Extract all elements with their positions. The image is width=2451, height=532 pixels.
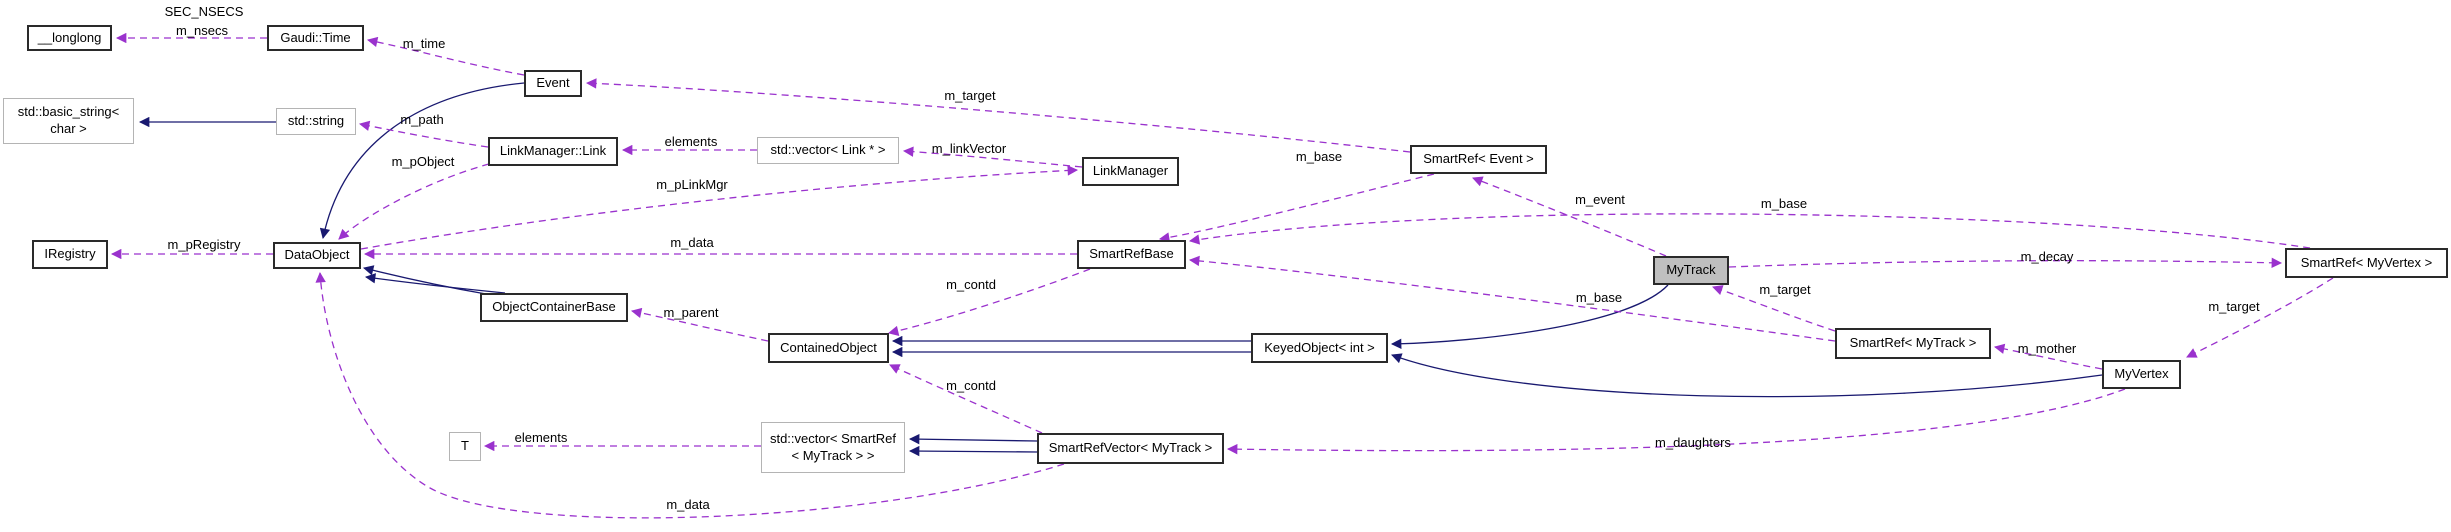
edge-usage-m-base-myvertex xyxy=(1188,213,2311,249)
node-linkmanager[interactable]: LinkManager xyxy=(1082,157,1179,186)
edge-label-sec-nsecs: SEC_NSECS xyxy=(164,4,244,19)
node-std-vector-link[interactable]: std::vector< Link * > xyxy=(757,137,899,164)
edge-usage-m-linkvector xyxy=(902,146,1083,168)
edge-usage-m-decay xyxy=(1728,257,2283,268)
node-longlong[interactable]: __longlong xyxy=(27,25,112,51)
edge-inherit-ocb-dataobject-2 xyxy=(364,273,506,294)
edge-inherit-event-dataobject xyxy=(319,82,525,240)
edge-label-m-target-event: m_target xyxy=(944,88,996,103)
node-smartrefbase[interactable]: SmartRefBase xyxy=(1077,240,1186,269)
edge-label-m-parent: m_parent xyxy=(663,305,719,320)
edge-usage-m-pobject xyxy=(338,163,490,240)
edge-usage-m-target-mytrack xyxy=(1712,285,1836,332)
edge-inherit-myvertex-keyedobject xyxy=(1391,353,2103,398)
node-objectcontainerbase[interactable]: ObjectContainerBase xyxy=(480,293,628,322)
edge-usage-m-mother xyxy=(1993,343,2103,370)
edge-label-m-path: m_path xyxy=(400,112,444,127)
node-smartref-mytrack[interactable]: SmartRef< MyTrack > xyxy=(1835,328,1991,359)
node-iregistry[interactable]: IRegistry xyxy=(32,240,108,269)
edge-usage-m-time xyxy=(366,36,525,76)
edge-label-m-pobject: m_pObject xyxy=(391,154,455,169)
edge-label-elements-link: elements xyxy=(664,134,718,149)
edge-inherit-mytrack-keyedobject xyxy=(1390,284,1669,349)
edge-usage-m-contd-smartrefbase xyxy=(887,268,1091,336)
node-gaudi-time[interactable]: Gaudi::Time xyxy=(267,25,364,51)
node-myvertex[interactable]: MyVertex xyxy=(2102,360,2181,389)
node-std-string[interactable]: std::string xyxy=(276,108,356,135)
edge-label-m-target-mytrack: m_target xyxy=(1759,282,1811,297)
edge-label-m-data-smartrefbase: m_data xyxy=(670,235,714,250)
node-linkmanager-link[interactable]: LinkManager::Link xyxy=(488,137,618,166)
node-dataobject[interactable]: DataObject xyxy=(273,242,361,269)
edge-usage-m-base-mytrack xyxy=(1188,255,1836,342)
edge-label-m-mother: m_mother xyxy=(2017,341,2077,356)
edge-label-m-base-myvertex: m_base xyxy=(1760,196,1808,211)
node-smartrefvector-mytrack[interactable]: SmartRefVector< MyTrack > xyxy=(1037,433,1224,464)
edge-usage-m-target-myvertex xyxy=(2186,277,2334,358)
edge-label-m-time: m_time xyxy=(402,36,446,51)
edge-label-m-plinkmgr: m_pLinkMgr xyxy=(656,177,728,192)
node-smartref-event[interactable]: SmartRef< Event > xyxy=(1410,145,1547,174)
edge-usage-m-parent xyxy=(630,307,769,342)
edge-label-m-base-event: m_base xyxy=(1295,149,1343,164)
edge-label-m-pregistry: m_pRegistry xyxy=(167,237,241,252)
edge-label-m-data-srv: m_data xyxy=(666,497,710,512)
edge-usage-m-daughters xyxy=(1226,388,2126,455)
edge-usage-m-base-event xyxy=(1158,173,1435,243)
node-keyedobject-int[interactable]: KeyedObject< int > xyxy=(1251,333,1388,363)
edge-label-m-decay: m_decay xyxy=(2020,249,2074,264)
edge-label-m-nsecs: m_nsecs xyxy=(175,23,229,38)
edge-label-m-base-mytrack: m_base xyxy=(1575,290,1623,305)
edge-label-m-linkvector: m_linkVector xyxy=(931,141,1007,156)
edge-label-m-event: m_event xyxy=(1575,192,1625,207)
edge-label-m-contd-smartrefbase: m_contd xyxy=(946,277,996,292)
node-std-vector-smartref-mytrack[interactable]: std::vector< SmartRef< MyTrack > > xyxy=(761,422,905,473)
node-event[interactable]: Event xyxy=(524,70,582,97)
node-containedobject[interactable]: ContainedObject xyxy=(768,333,889,363)
edge-inherit-srv-stdvector-2 xyxy=(908,445,1038,457)
edge-usage-m-data-srv xyxy=(315,271,1065,519)
edge-usage-m-contd-srv xyxy=(889,364,1043,434)
edge-inherit-ocb-dataobject-1 xyxy=(362,265,487,295)
edge-usage-m-target-event xyxy=(585,78,1411,153)
node-smartref-myvertex[interactable]: SmartRef< MyVertex > xyxy=(2285,248,2448,278)
edge-label-m-target-myvertex: m_target xyxy=(2208,299,2260,314)
edge-usage-m-plinkmgr xyxy=(360,165,1079,250)
edge-label-m-contd-srv: m_contd xyxy=(946,378,996,393)
node-std-basic-string[interactable]: std::basic_string<char > xyxy=(3,98,134,144)
edge-usage-m-path xyxy=(358,120,489,148)
edge-label-m-daughters: m_daughters xyxy=(1655,435,1731,450)
node-mytrack[interactable]: MyTrack xyxy=(1653,256,1729,285)
edge-inherit-srv-stdvector-1 xyxy=(908,433,1038,445)
node-template-t[interactable]: T xyxy=(449,432,481,461)
edge-label-elements-t: elements xyxy=(514,430,568,445)
